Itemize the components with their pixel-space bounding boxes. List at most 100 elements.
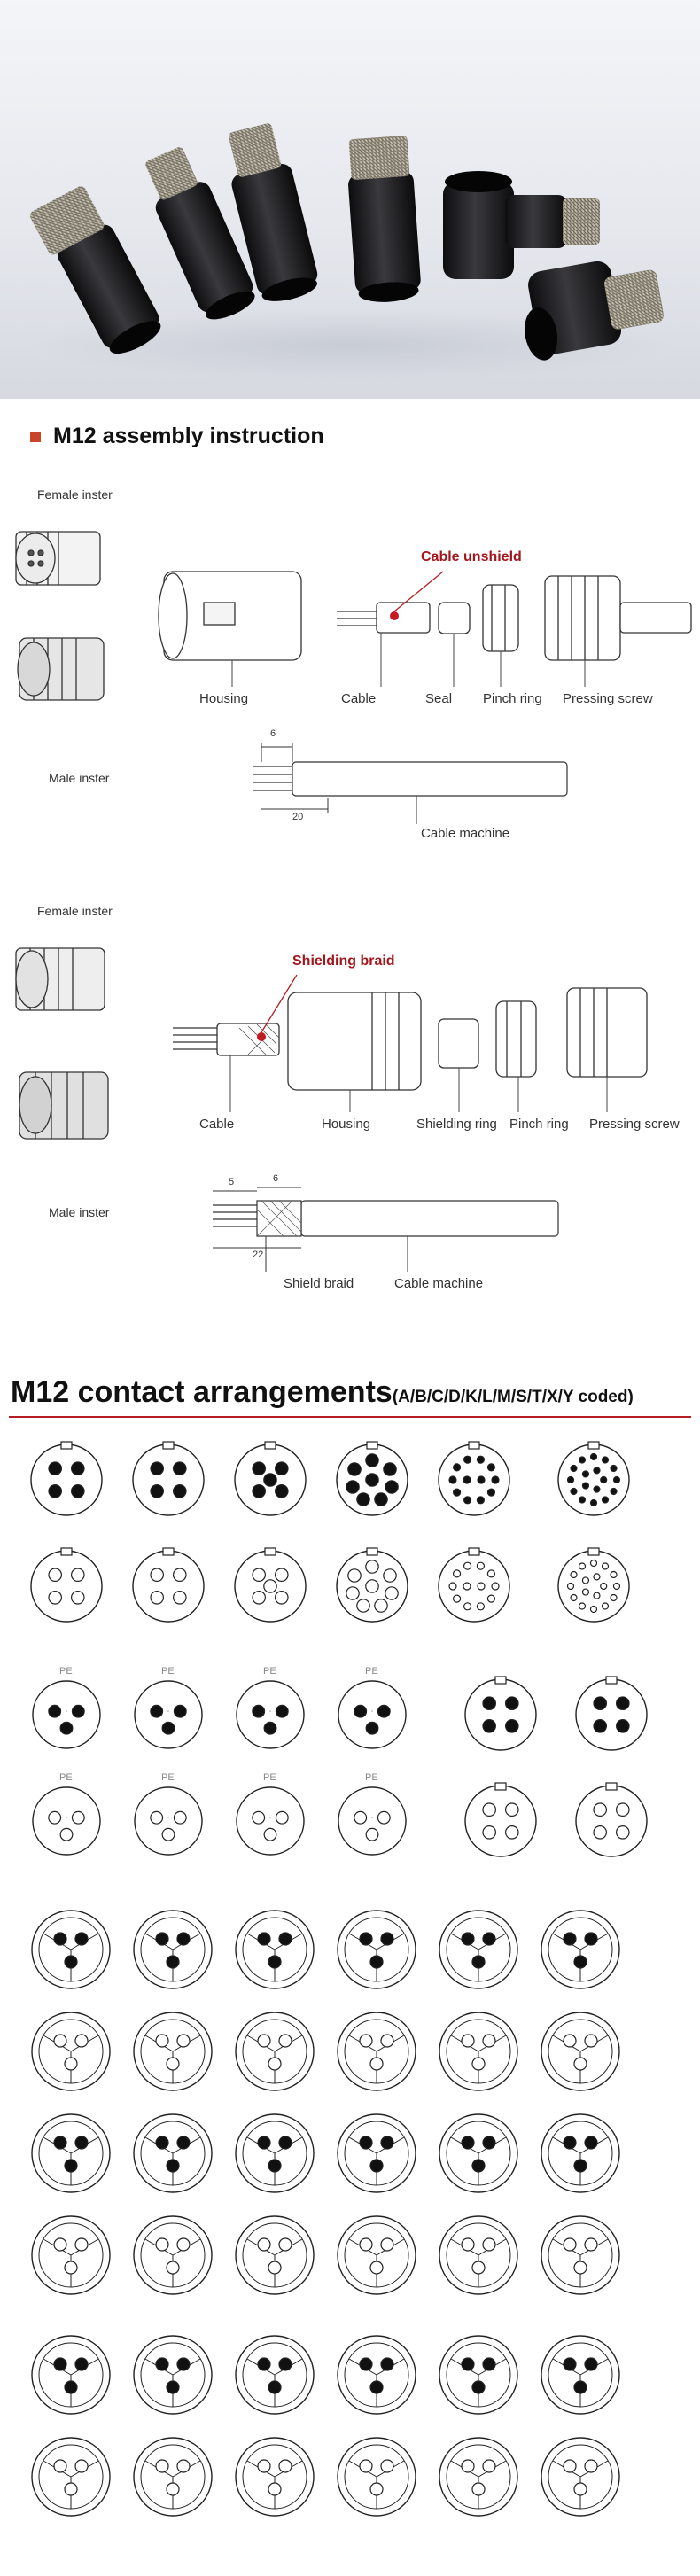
segmented-contact-face — [541, 2113, 620, 2193]
contact-pin — [356, 1492, 370, 1506]
contact-pin — [74, 2034, 89, 2048]
contact-pin — [150, 1591, 164, 1605]
segmented-contact-face — [235, 2012, 315, 2091]
contact-pin — [589, 1452, 598, 1461]
exploded-view-drawing-1 — [15, 531, 692, 824]
contact-pin — [593, 1825, 607, 1840]
contact-pin — [64, 1955, 78, 1969]
contact-pin — [452, 1569, 462, 1578]
contact-pin — [64, 2057, 78, 2071]
contact-pin — [482, 2357, 496, 2371]
contact-pin — [257, 2034, 271, 2048]
contact-face-male — [336, 1441, 408, 1516]
contact-pin — [155, 2136, 169, 2150]
contact-pin — [610, 1593, 618, 1602]
contact-face-male — [557, 1441, 630, 1516]
segmented-contact-face — [31, 2437, 111, 2517]
contact-pin — [380, 2459, 394, 2473]
contact-pin — [573, 2057, 587, 2071]
pe-label: PE — [59, 1666, 73, 1677]
contact-pin — [486, 1594, 496, 1603]
contact-pin — [383, 1568, 397, 1583]
contact-pin — [563, 2459, 577, 2473]
contact-pin — [476, 1561, 486, 1570]
contact-pin — [477, 1582, 486, 1591]
contact-pin — [53, 2459, 67, 2473]
contact-pin — [563, 1932, 577, 1946]
contact-pin — [365, 1560, 379, 1574]
contact-pin — [365, 1827, 379, 1841]
contact-pin — [71, 1704, 85, 1718]
contact-pin — [71, 1483, 85, 1498]
contact-pin — [448, 1582, 457, 1591]
contact-pin — [166, 2159, 180, 2173]
contact-pin — [166, 2057, 180, 2071]
contact-pin — [491, 1475, 500, 1484]
contact-pin — [486, 1488, 496, 1497]
contact-pin — [252, 1704, 266, 1718]
connector-straight-female-1 — [29, 186, 161, 354]
contact-pin — [252, 1591, 266, 1605]
contact-pin — [615, 1696, 630, 1710]
male-insert-label: Male inster — [49, 771, 110, 785]
contact-pin — [377, 1810, 391, 1825]
segmented-contact-face — [337, 2113, 416, 2193]
contact-pin — [581, 1588, 590, 1596]
contact-pin — [380, 2136, 394, 2150]
segmented-contact-face — [235, 2215, 315, 2295]
contact-pin — [463, 1475, 471, 1484]
male-insert-label-2: Male inster — [49, 1205, 110, 1219]
contact-pin — [385, 1586, 399, 1600]
contact-pin — [257, 2459, 271, 2473]
contact-pin — [615, 1825, 630, 1840]
contact-pin — [263, 1473, 277, 1487]
contact-pin — [573, 2261, 587, 2275]
contact-pin — [48, 1461, 62, 1475]
segmented-contact-face — [541, 1910, 620, 1989]
contact-pin — [461, 2357, 475, 2371]
segmented-contact-face — [31, 2012, 111, 2091]
pe-label: PE — [161, 1772, 175, 1783]
contact-pin — [53, 2237, 67, 2252]
contact-pin — [593, 1573, 601, 1581]
assembly-section-title: M12 assembly instruction — [30, 424, 324, 449]
contact-pin — [581, 1482, 590, 1490]
contact-pin — [173, 1704, 187, 1718]
contact-pin — [612, 1475, 621, 1484]
contact-pin — [346, 1586, 360, 1600]
contact-pin — [64, 2159, 78, 2173]
contact-pin — [48, 1810, 62, 1825]
contact-pin — [359, 2237, 373, 2252]
contact-pin — [48, 1704, 62, 1718]
contact-pin — [278, 2034, 292, 2048]
contact-pin — [166, 2482, 180, 2496]
contact-pin — [252, 1568, 266, 1582]
contact-pin — [589, 1605, 598, 1614]
contact-pin — [482, 1932, 496, 1946]
segmented-contact-face — [235, 2113, 315, 2193]
contact-pin — [486, 1569, 496, 1578]
cable-label: Cable — [341, 691, 377, 706]
segmented-contact-face — [337, 1910, 416, 1989]
contact-pin — [380, 2357, 394, 2371]
contact-pin — [268, 2261, 282, 2275]
pe-label: PE — [365, 1772, 378, 1783]
contact-title-main: M12 contact arrangements — [11, 1375, 393, 1409]
contact-pin — [274, 1591, 289, 1605]
contact-pin — [369, 2261, 384, 2275]
contact-pin — [74, 2136, 89, 2150]
contact-pin — [584, 2357, 598, 2371]
segmented-contact-face — [439, 2437, 518, 2517]
pe-label: PE — [263, 1772, 276, 1783]
contact-pin — [570, 1570, 578, 1579]
contact-pin — [268, 2380, 282, 2394]
contact-pin — [268, 1955, 282, 1969]
contact-pin — [166, 2261, 180, 2275]
contact-pin — [461, 2237, 475, 2252]
contact-pin — [573, 2380, 587, 2394]
contact-pin — [563, 2034, 577, 2048]
contact-face-male — [234, 1441, 307, 1516]
contact-pin — [463, 1561, 472, 1570]
contact-pin — [155, 2459, 169, 2473]
